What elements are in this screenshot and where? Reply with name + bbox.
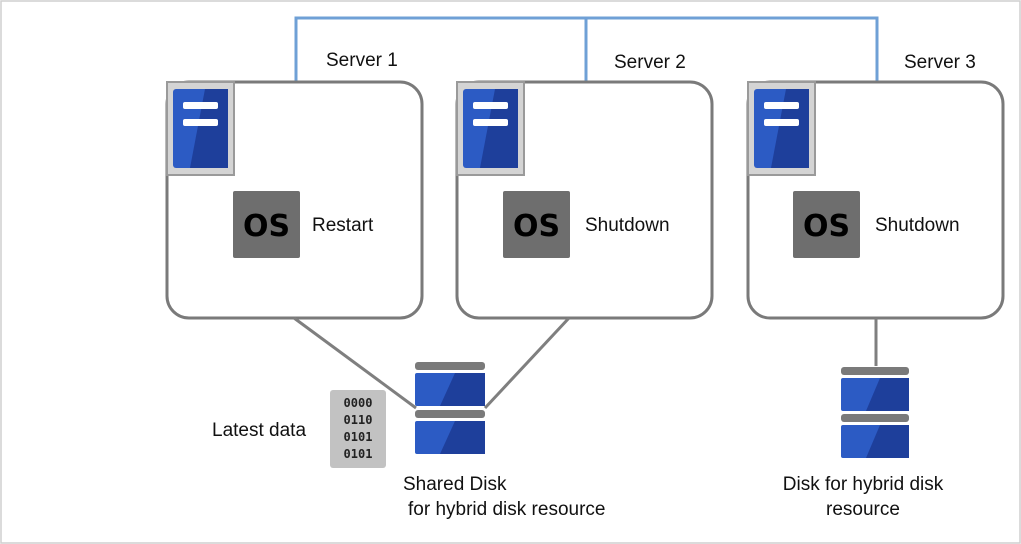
os-label: OS: [513, 209, 560, 244]
shared-disk-icon: [415, 362, 485, 454]
server-icon: [747, 81, 816, 176]
shared-disk-label-line1: Shared Disk: [403, 474, 507, 495]
server-status: Shutdown: [585, 215, 670, 236]
data-bits-row: 0000: [344, 396, 373, 410]
data-bits-row: 0101: [344, 430, 373, 444]
server-name: Server 3: [904, 52, 976, 73]
server-name: Server 1: [326, 50, 398, 71]
connector-server2-shared-disk: [483, 316, 571, 410]
server-name: Server 2: [614, 52, 686, 73]
latest-data-icon: 0000 0110 0101 0101: [330, 390, 386, 468]
server-3: Server 3 OS Shutdown: [746, 52, 1005, 320]
server-status: Restart: [312, 215, 374, 236]
os-label: OS: [243, 209, 290, 244]
hybrid-disk-label-line1: Disk for hybrid disk: [783, 474, 944, 495]
server-status: Shutdown: [875, 215, 960, 236]
shared-disk-label-line2: for hybrid disk resource: [408, 499, 605, 520]
server-2: Server 2 OS Shutdown: [455, 52, 714, 320]
hybrid-disk-icon: [841, 367, 909, 458]
os-icon: OS: [793, 191, 860, 258]
os-label: OS: [803, 209, 850, 244]
hybrid-disk-label-line2: resource: [826, 499, 900, 520]
os-icon: OS: [233, 191, 300, 258]
server-1: Server 1 OS Restart: [165, 50, 424, 320]
network-bus: [294, 16, 879, 82]
data-bits-row: 0101: [344, 447, 373, 461]
disk-connectors: [293, 316, 878, 410]
latest-data-label: Latest data: [212, 420, 306, 441]
data-bits-row: 0110: [344, 413, 373, 427]
server-icon: [166, 81, 235, 176]
server-icon: [456, 81, 525, 176]
connector-server1-shared-disk: [293, 316, 417, 410]
os-icon: OS: [503, 191, 570, 258]
